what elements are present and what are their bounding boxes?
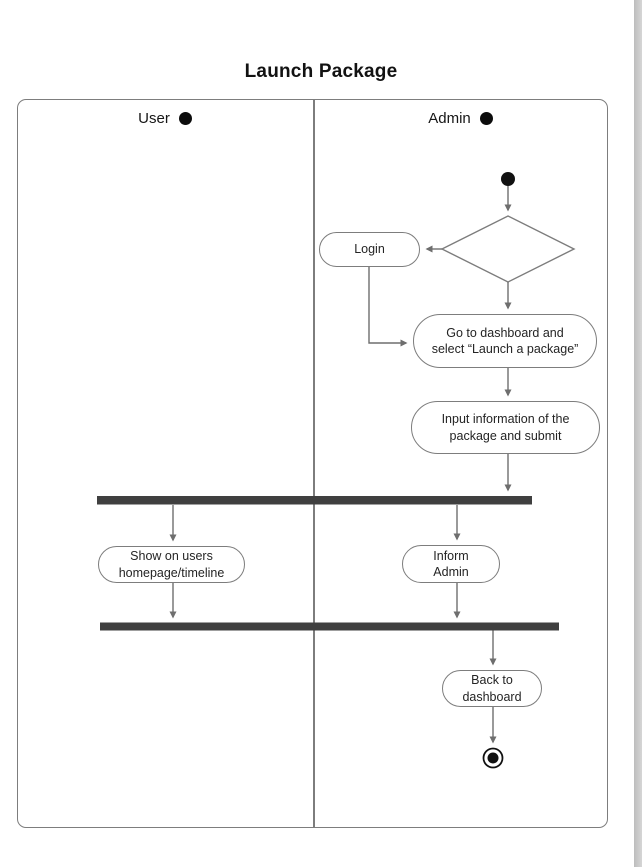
join-bar <box>100 622 559 631</box>
activity-go-dashboard-line1: Go to dashboard and <box>446 325 564 340</box>
activity-input-info-line1: Input information of the <box>441 412 570 427</box>
fork-bar <box>97 496 532 505</box>
activity-back-dashboard-line1: Back to <box>471 673 513 688</box>
activity-login-label: Login <box>354 242 385 257</box>
activity-back-dashboard: Back to dashboard <box>442 670 542 707</box>
swimlane-divider <box>313 99 315 828</box>
activity-go-dashboard: Go to dashboard and select “Launch a pac… <box>413 314 597 368</box>
lane-header-user: User <box>17 108 313 128</box>
lane-header-admin: Admin <box>313 108 608 128</box>
activity-input-info-line2: package and submit <box>449 428 562 443</box>
swimlane-container <box>17 99 608 828</box>
page-edge-shadow <box>634 0 642 867</box>
final-node-core-icon <box>487 752 499 764</box>
activity-inform-admin: Inform Admin <box>402 545 500 583</box>
filled-circle-icon <box>479 111 493 125</box>
decision-diamond <box>440 215 576 283</box>
activity-show-users: Show on users homepage/timeline <box>98 546 245 583</box>
edge-login-to-go-dashboard <box>368 267 408 347</box>
activity-show-users-line2: homepage/timeline <box>118 565 225 580</box>
initial-node-icon <box>501 172 515 186</box>
filled-circle-icon <box>178 111 192 125</box>
diagram-title: Launch Package <box>244 61 398 82</box>
activity-back-dashboard-line2: dashboard <box>462 689 522 704</box>
activity-inform-admin-line2: Admin <box>433 565 469 579</box>
lane-label-admin: Admin <box>428 109 471 127</box>
activity-login: Login <box>319 232 420 267</box>
activity-input-info: Input information of the package and sub… <box>411 401 600 454</box>
lane-label-user: User <box>138 109 170 127</box>
activity-go-dashboard-line2: select “Launch a package” <box>431 342 579 356</box>
activity-inform-admin-line1: Inform <box>433 548 469 563</box>
activity-show-users-line1: Show on users <box>130 549 213 564</box>
